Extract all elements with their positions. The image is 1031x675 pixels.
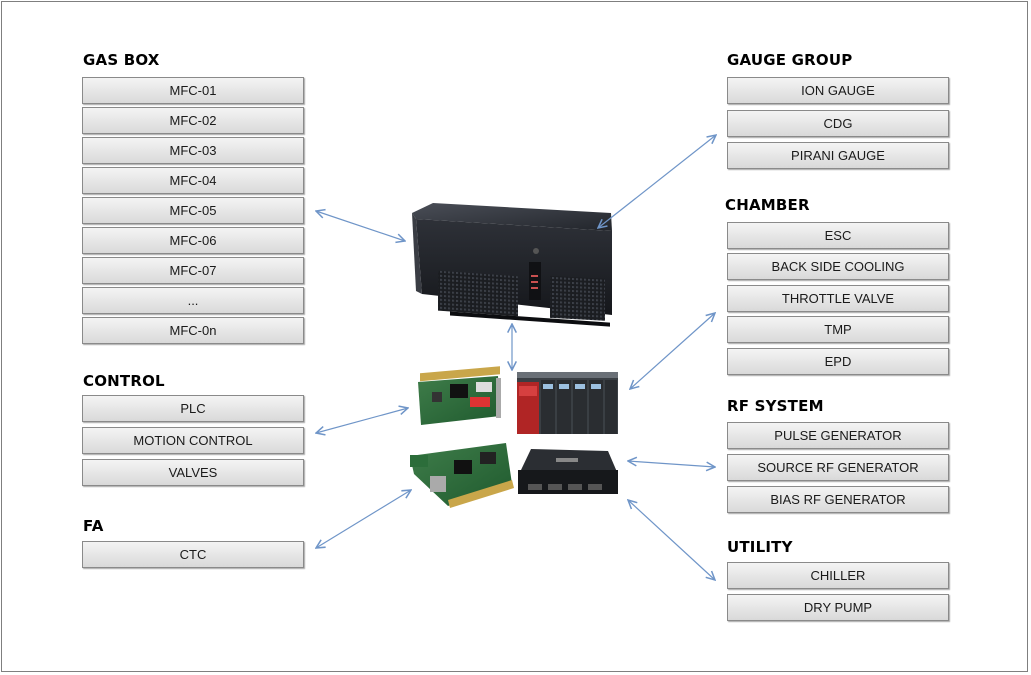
plc-box: PLC: [82, 395, 304, 422]
rf-system-title: RF SYSTEM: [727, 397, 824, 415]
arrow-io-utility: [628, 500, 715, 580]
mfc-06-box: MFC-06: [82, 227, 304, 254]
arrow-fa-io: [316, 490, 411, 548]
motion-control-box: MOTION CONTROL: [82, 427, 304, 454]
pirani-gauge-box: PIRANI GAUGE: [727, 142, 949, 169]
gauge-group-title: GAUGE GROUP: [727, 51, 853, 69]
mfc-01-box: MFC-01: [82, 77, 304, 104]
mfc-03-box: MFC-03: [82, 137, 304, 164]
pulse-generator-box: PULSE GENERATOR: [727, 422, 949, 449]
mfc-05-box: MFC-05: [82, 197, 304, 224]
mfc-04-box: MFC-04: [82, 167, 304, 194]
connector-arrows: [316, 135, 716, 580]
valves-box: VALVES: [82, 459, 304, 486]
throttle-valve-box: THROTTLE VALVE: [727, 285, 949, 312]
esc-box: ESC: [727, 222, 949, 249]
arrow-control-io: [316, 408, 408, 433]
arrow-io-chamber: [630, 313, 715, 389]
ion-gauge-box: ION GAUGE: [727, 77, 949, 104]
daq-card-image: [418, 366, 501, 425]
ctc-box: CTC: [82, 541, 304, 568]
gas-box-title: GAS BOX: [83, 51, 160, 69]
utility-title: UTILITY: [727, 538, 793, 556]
arrow-gasbox-pc: [316, 211, 405, 241]
control-title: CONTROL: [83, 372, 165, 390]
tmp-box: TMP: [727, 316, 949, 343]
mfc-0n-box: MFC-0n: [82, 317, 304, 344]
mfc-02-box: MFC-02: [82, 107, 304, 134]
chamber-title: CHAMBER: [725, 196, 810, 214]
source-rf-generator-box: SOURCE RF GENERATOR: [727, 454, 949, 481]
pci-card-image: [410, 443, 514, 508]
dry-pump-box: DRY PUMP: [727, 594, 949, 621]
serial-hub-image: [518, 449, 618, 494]
fa-title: FA: [83, 517, 104, 535]
cdg-box: CDG: [727, 110, 949, 137]
bias-rf-generator-box: BIAS RF GENERATOR: [727, 486, 949, 513]
plc-rack-image: [517, 372, 618, 434]
chiller-box: CHILLER: [727, 562, 949, 589]
mfc-07-box: MFC-07: [82, 257, 304, 284]
back-side-cooling-box: BACK SIDE COOLING: [727, 253, 949, 280]
arrow-io-rf: [628, 461, 715, 467]
epd-box: EPD: [727, 348, 949, 375]
industrial-pc-image: [412, 203, 612, 327]
arrow-pc-gauge: [598, 135, 716, 228]
mfc-ellipsis-box: ...: [82, 287, 304, 314]
